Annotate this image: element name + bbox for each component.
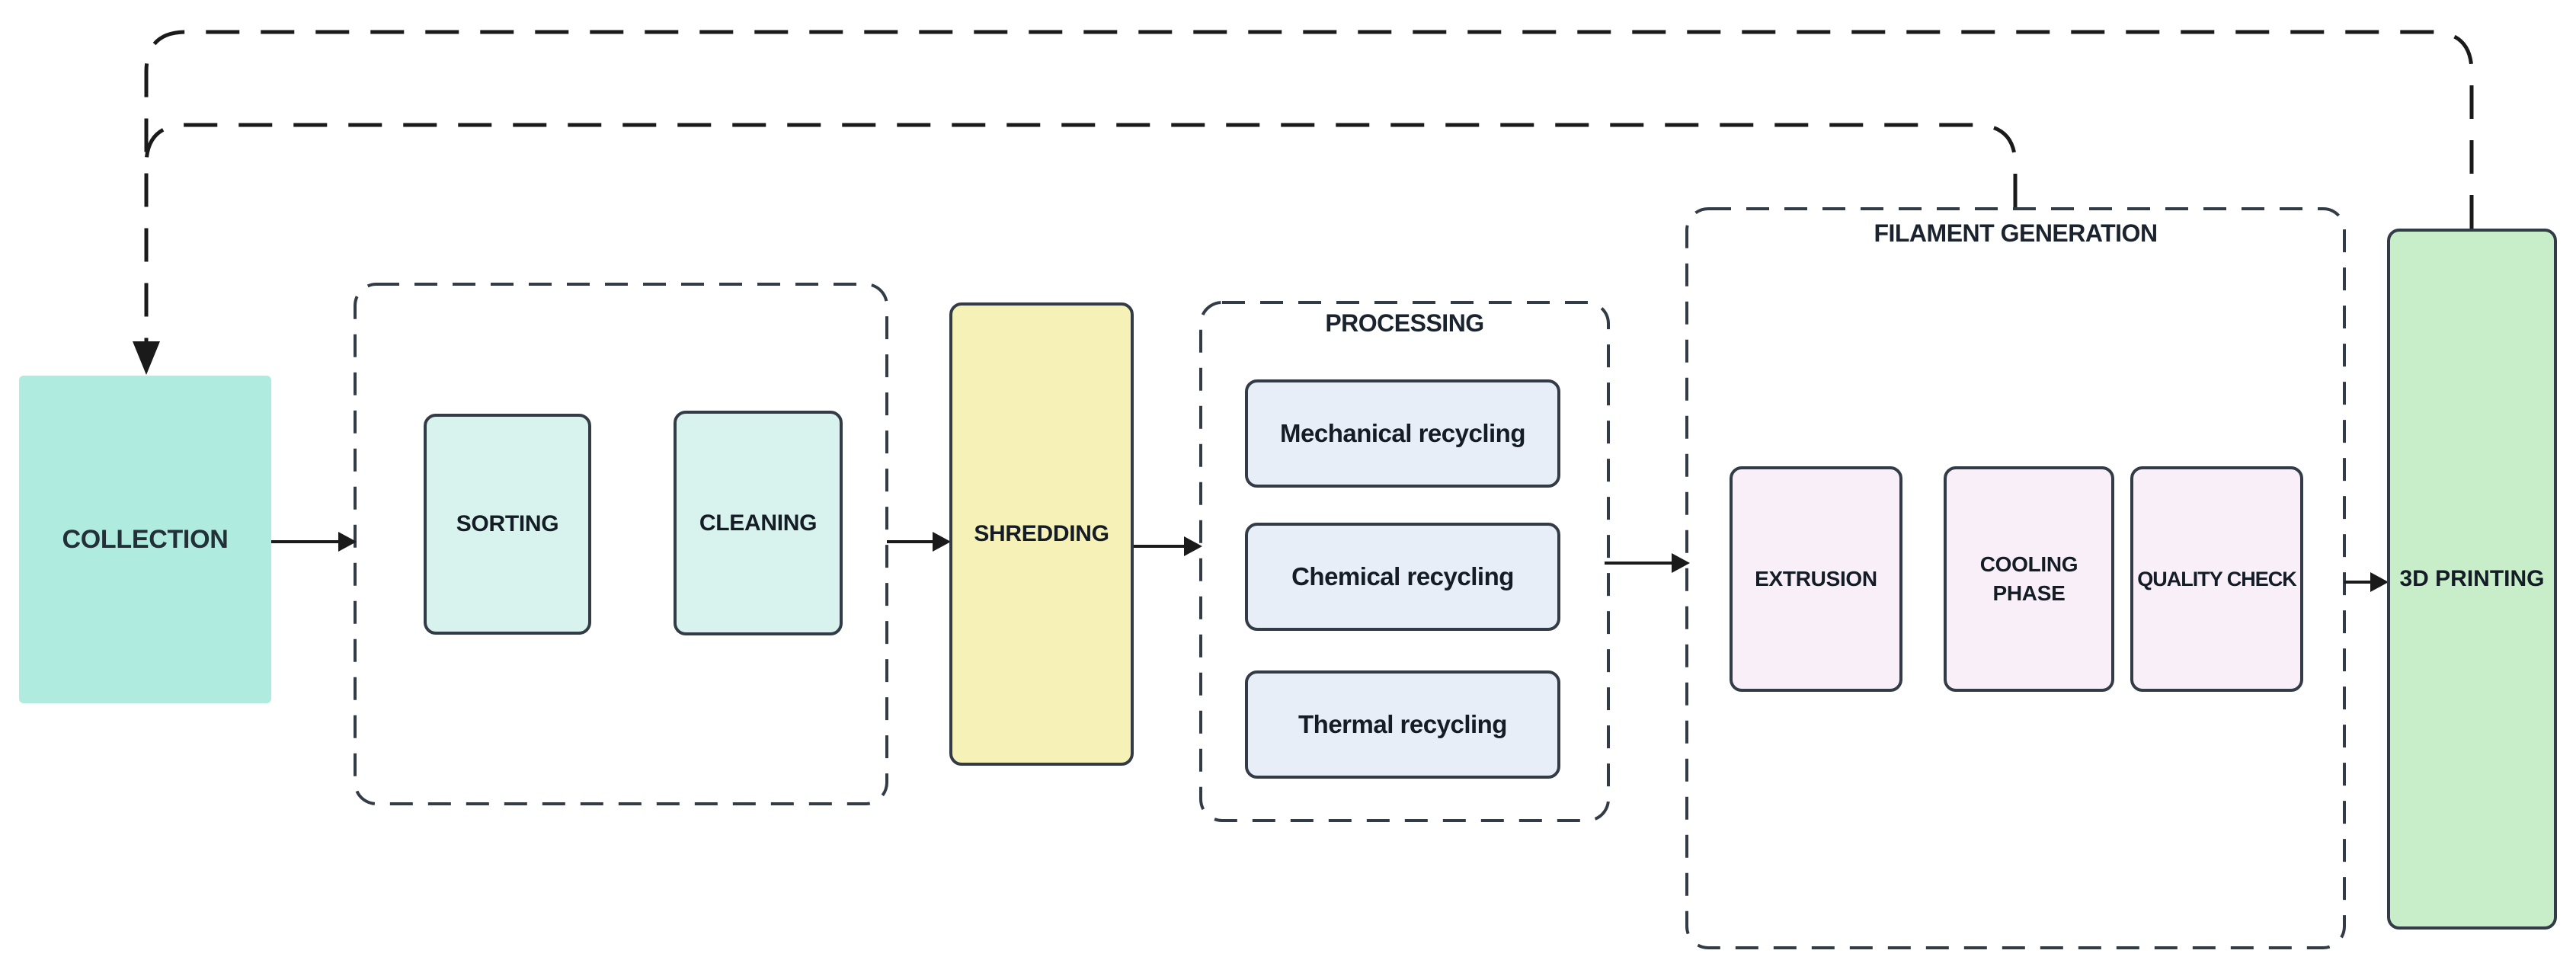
node-shredding-label: SHREDDING bbox=[974, 521, 1109, 546]
arrowhead-into-sorting-group bbox=[338, 532, 357, 552]
node-shredding: SHREDDING bbox=[949, 302, 1134, 766]
node-chemical-recycling: Chemical recycling bbox=[1245, 523, 1560, 631]
processing-group-label: PROCESSING bbox=[1325, 309, 1484, 337]
filament-generation-group-border bbox=[1685, 207, 2346, 949]
node-collection: COLLECTION bbox=[19, 376, 271, 703]
node-sorting: SORTING bbox=[424, 414, 591, 635]
node-3d-printing-label: 3D PRINTING bbox=[2399, 566, 2545, 591]
node-extrusion-label: EXTRUSION bbox=[1755, 567, 1877, 590]
sorting-cleaning-group-border bbox=[354, 283, 888, 805]
node-sorting-label: SORTING bbox=[456, 511, 559, 536]
arrowhead-down-into-collection bbox=[133, 341, 160, 375]
arrowhead-into-processing bbox=[1184, 536, 1202, 556]
node-mechanical-recycling: Mechanical recycling bbox=[1245, 379, 1560, 488]
node-collection-label: COLLECTION bbox=[62, 524, 229, 554]
arrowhead-into-filament-generation bbox=[1672, 553, 1690, 573]
node-chemical-recycling-label: Chemical recycling bbox=[1291, 562, 1514, 590]
node-quality-check: QUALITY CHECK bbox=[2130, 466, 2303, 692]
feedback-line-filament-to-collection bbox=[144, 123, 2018, 207]
node-thermal-recycling: Thermal recycling bbox=[1245, 670, 1560, 779]
node-cleaning: CLEANING bbox=[674, 411, 843, 635]
filament-generation-group-label: FILAMENT GENERATION bbox=[1874, 219, 2158, 247]
feedback-line-printing-to-collection bbox=[144, 30, 2474, 343]
node-cooling-phase-label: COOLING PHASE bbox=[1979, 552, 2078, 605]
arrowhead-into-printing bbox=[2370, 572, 2389, 592]
arrowhead-into-shredding bbox=[933, 532, 951, 552]
node-mechanical-recycling-label: Mechanical recycling bbox=[1280, 419, 1525, 447]
node-cleaning-label: CLEANING bbox=[699, 510, 818, 536]
node-extrusion: EXTRUSION bbox=[1730, 466, 1902, 692]
node-quality-check-label: QUALITY CHECK bbox=[2137, 567, 2297, 590]
node-thermal-recycling-label: Thermal recycling bbox=[1298, 710, 1507, 738]
processing-group-border bbox=[1199, 301, 1610, 822]
node-3d-printing: 3D PRINTING bbox=[2387, 229, 2557, 930]
node-cooling-phase: COOLING PHASE bbox=[1944, 466, 2114, 692]
